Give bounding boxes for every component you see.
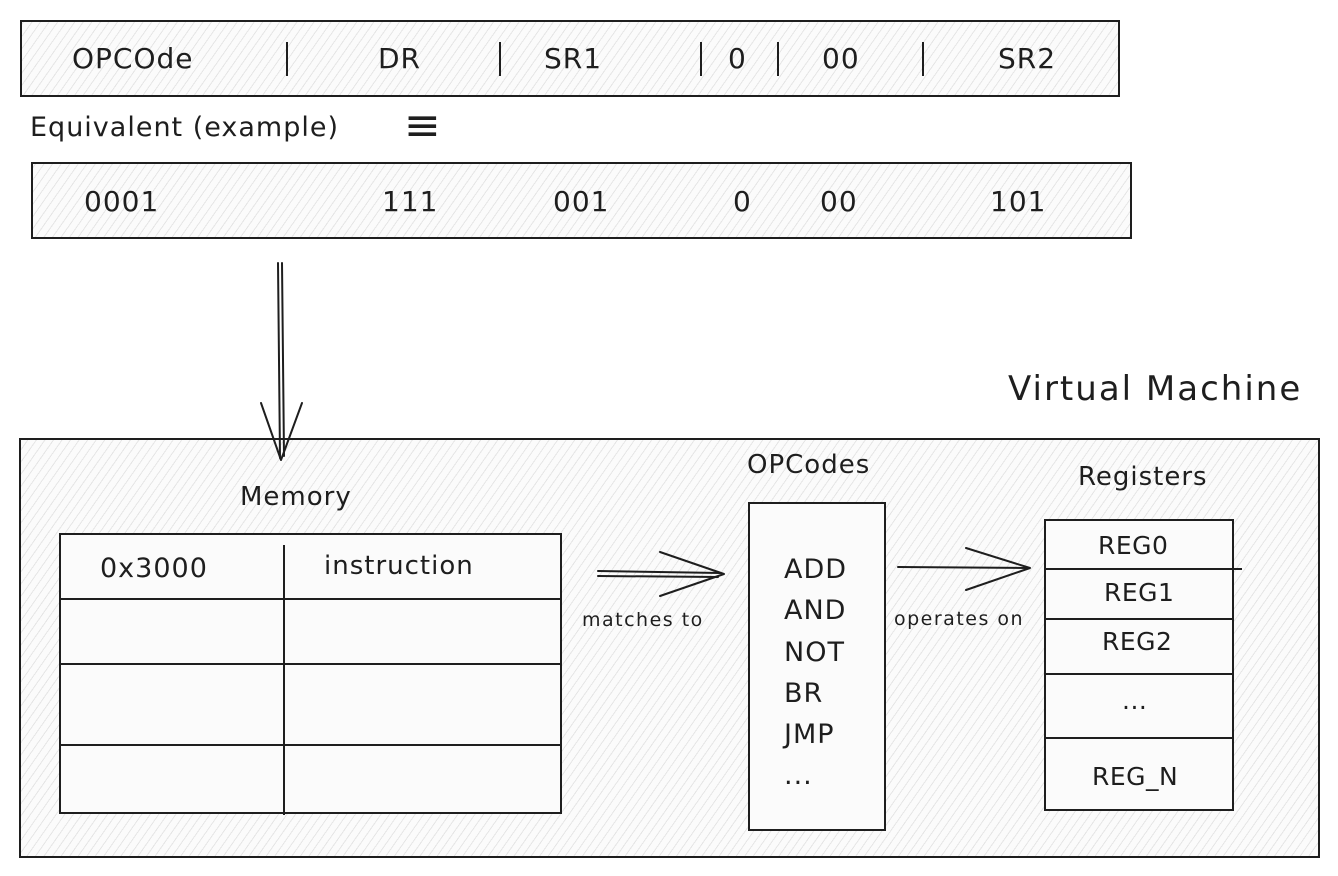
format-separator <box>922 42 924 76</box>
format-separator <box>777 42 779 76</box>
register-divider <box>1046 568 1242 570</box>
memory-address-header: 0x3000 <box>100 553 208 584</box>
opcode-item: ... <box>784 760 813 791</box>
register-item: REG_N <box>1092 762 1179 791</box>
opcode-item: AND <box>784 595 847 626</box>
format-field-imm-flag: 0 <box>728 42 747 75</box>
format-field-unused: 00 <box>822 42 860 75</box>
equivalent-symbol: ≡ <box>404 100 441 151</box>
opcode-item: ADD <box>784 554 848 585</box>
format-field-sr2: SR2 <box>998 42 1057 75</box>
instruction-format-bar <box>20 20 1120 97</box>
memory-instruction-header: instruction <box>324 551 474 581</box>
format-separator <box>286 42 288 76</box>
register-item: REG0 <box>1098 531 1169 560</box>
register-item: REG1 <box>1104 578 1175 607</box>
memory-row-divider <box>61 663 561 665</box>
example-value-dr: 111 <box>382 185 439 218</box>
registers-title: Registers <box>1078 462 1208 492</box>
opcode-item: JMP <box>784 719 835 750</box>
memory-row-divider <box>61 744 561 746</box>
register-divider <box>1046 737 1232 739</box>
format-separator <box>700 42 702 76</box>
down-arrow <box>260 262 303 461</box>
register-item: REG2 <box>1102 627 1173 656</box>
example-binary-bar <box>31 162 1132 239</box>
opcodes-title: OPCodes <box>747 450 871 480</box>
register-divider <box>1046 618 1232 620</box>
format-field-sr1: SR1 <box>544 42 603 75</box>
example-value-sr2: 101 <box>990 185 1047 218</box>
opcodes-list-box <box>748 502 886 831</box>
register-divider <box>1046 673 1232 675</box>
registers-box <box>1044 519 1234 811</box>
opcode-item: NOT <box>784 637 845 668</box>
example-value-opcode: 0001 <box>84 185 160 218</box>
example-value-imm-flag: 0 <box>733 185 752 218</box>
memory-table <box>59 533 562 814</box>
format-separator <box>499 42 501 76</box>
register-item: ... <box>1122 686 1148 715</box>
operates-on-label: operates on <box>894 608 1025 630</box>
memory-title: Memory <box>240 482 352 512</box>
opcode-item: BR <box>784 678 824 709</box>
example-value-unused: 00 <box>820 185 858 218</box>
equivalent-label: Equivalent (example) <box>30 112 340 143</box>
format-field-opcode: OPCOde <box>72 42 194 75</box>
matches-to-label: matches to <box>582 609 704 631</box>
memory-column-divider <box>283 545 285 815</box>
virtual-machine-title: Virtual Machine <box>1008 369 1303 409</box>
memory-row-divider <box>61 598 561 600</box>
format-field-dr: DR <box>378 42 422 75</box>
example-value-sr1: 001 <box>553 185 610 218</box>
